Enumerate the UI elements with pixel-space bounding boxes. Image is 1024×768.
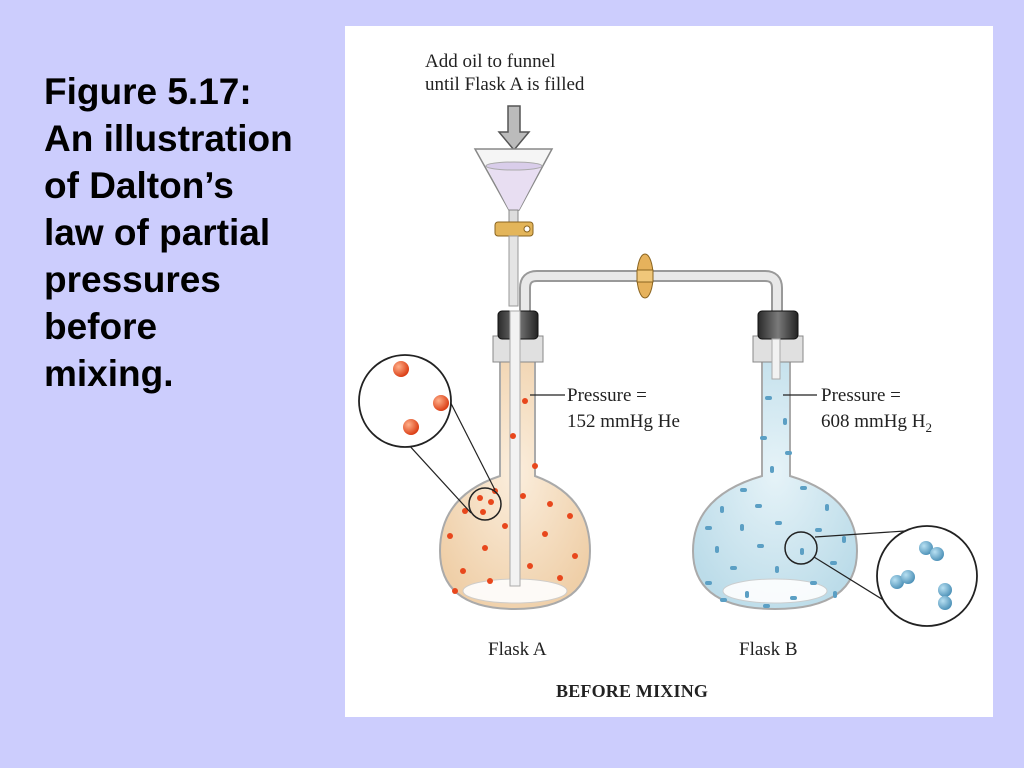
helium-atoms [447,398,578,594]
flask-a-label: Flask A [488,639,547,660]
subscript-two: 2 [925,419,933,435]
funnel-note-line-2: until Flask A is filled [425,74,585,95]
caption-line: law of partial [44,212,271,253]
flask-b-pressure-value: 608 mmHg H2 [821,410,932,439]
caption-line: Figure 5.17: [44,71,252,112]
flask-b-pressure-label: Pressure = [821,385,901,406]
dalton-diagram [358,105,978,627]
caption-line: of Dalton’s [44,165,234,206]
figure-panel: Add oil to funnel until Flask A is fille… [345,26,993,717]
flask-b-pressure-text: 608 mmHg H [821,411,926,432]
stopcock-valve [636,253,654,299]
flask-a-pressure-label: Pressure = [567,385,647,406]
down-arrow-icon [497,105,531,152]
hydrogen-molecules [705,396,846,608]
helium-zoom-inset [358,354,496,514]
flask-b [691,310,859,611]
flask-a [438,310,592,611]
oil-funnel [473,148,554,307]
flask-b-label: Flask B [739,639,798,660]
figure-caption: Figure 5.17: An illustration of Dalton’s… [44,68,344,397]
caption-line: mixing. [44,353,174,394]
hydrogen-zoom-inset [813,525,978,627]
caption-line: An illustration [44,118,293,159]
before-mixing-title: BEFORE MIXING [556,681,709,701]
funnel-note-line-1: Add oil to funnel [425,51,556,72]
caption-line: pressures [44,259,221,300]
caption-line: before [44,306,158,347]
flask-a-pressure-value: 152 mmHg He [567,411,680,432]
